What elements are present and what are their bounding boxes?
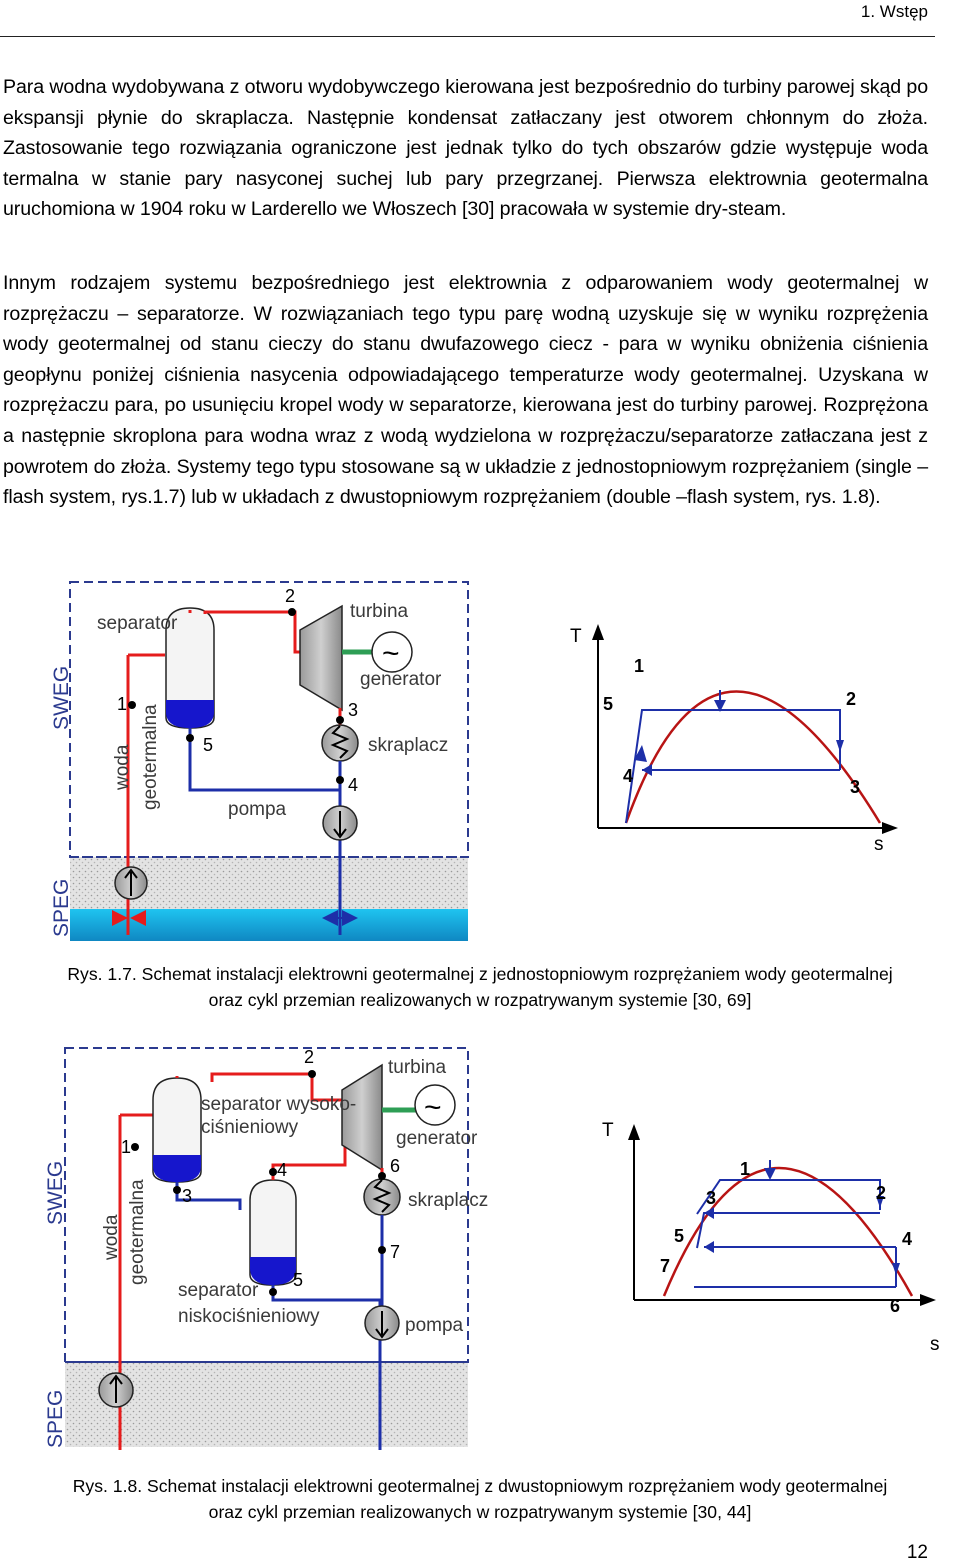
- speg-label: SPEG: [50, 879, 73, 937]
- lp-separator-label-1: separator: [178, 1280, 259, 1301]
- condenser-label-2: skraplacz: [408, 1190, 488, 1211]
- f2-point-7: 7: [390, 1242, 400, 1262]
- ts1-point-5: 5: [603, 694, 613, 714]
- point-1: 1: [117, 694, 127, 714]
- ts2-point-7: 7: [660, 1256, 670, 1276]
- lp-separator-label-2: niskociśnieniowy: [178, 1306, 320, 1327]
- ts1-t-label: T: [570, 626, 582, 647]
- header-rule: [0, 36, 935, 37]
- paragraph-1: Para wodna wydobywana z otworu wydobywcz…: [3, 76, 928, 221]
- ground-layer-2: [65, 1362, 468, 1447]
- speg-label-2: SPEG: [44, 1390, 67, 1448]
- woda-label-2: woda: [101, 1214, 122, 1261]
- ts1-s-label: s: [874, 834, 884, 855]
- ts1-point-4: 4: [623, 766, 633, 786]
- page-number: 12: [906, 1542, 928, 1563]
- hp-separator-label-2: ciśnieniowy: [201, 1117, 299, 1138]
- ts2-point-4: 4: [902, 1229, 912, 1249]
- f2-point-5: 5: [293, 1270, 303, 1290]
- condenser-label: skraplacz: [368, 735, 448, 756]
- point-2: 2: [285, 586, 295, 606]
- ts1-point-3: 3: [850, 777, 860, 797]
- ts2-point-2: 2: [876, 1183, 886, 1203]
- geotermalna-label: geotermalna: [140, 704, 161, 810]
- point-5: 5: [203, 735, 213, 755]
- sweg-label: SWEG: [50, 666, 73, 730]
- f2-point-4: 4: [277, 1160, 287, 1180]
- hp-separator-label-1: separator wysoko-: [201, 1094, 356, 1115]
- generator-label-2: generator: [396, 1128, 478, 1149]
- generator-icon-2: [414, 1084, 456, 1126]
- woda-label: woda: [112, 744, 133, 791]
- geotermalna-label-2: geotermalna: [127, 1179, 148, 1285]
- f2-point-2: 2: [304, 1047, 314, 1067]
- ts-diagram-1: T s 1 2 3 4 5: [570, 624, 898, 855]
- generator-label: generator: [360, 669, 442, 690]
- figure-1-8-caption: Rys. 1.8. Schemat instalacji elektrowni …: [72, 1476, 888, 1522]
- generator-tilde-2: ~: [424, 1091, 442, 1124]
- figure-1-7: SWEG SPEG ~ separator turbina generator …: [50, 581, 898, 941]
- turbine-label-2: turbina: [388, 1057, 447, 1078]
- ts2-point-6: 6: [890, 1296, 900, 1316]
- ts-diagram-2: T s 1 2 3 4 5 6 7: [602, 1120, 940, 1355]
- turbine-label: turbina: [350, 601, 409, 622]
- separator-label: separator: [97, 613, 178, 634]
- sweg-label-2: SWEG: [44, 1161, 67, 1225]
- point-4: 4: [348, 775, 358, 795]
- turbine-icon-2: [341, 1063, 383, 1172]
- generator-icon: [371, 631, 413, 673]
- turbine-icon: [299, 604, 343, 712]
- ts1-point-1: 1: [634, 656, 644, 676]
- paragraph-2: Innym rodzajem systemu bezpośredniego je…: [3, 272, 928, 509]
- f2-point-6: 6: [390, 1156, 400, 1176]
- generator-tilde: ~: [382, 637, 400, 670]
- figure-1-7-caption: Rys. 1.7. Schemat instalacji elektrowni …: [67, 964, 893, 1010]
- point-3: 3: [348, 700, 358, 720]
- ts2-s-label: s: [930, 1334, 940, 1355]
- ts2-point-1: 1: [740, 1159, 750, 1179]
- header-title: 1. Wstęp: [860, 2, 928, 21]
- ts2-t-label: T: [602, 1120, 614, 1141]
- f2-point-3: 3: [182, 1186, 192, 1206]
- ts2-point-5: 5: [674, 1226, 684, 1246]
- separator-vessel: [165, 607, 215, 729]
- pump-label-2: pompa: [405, 1315, 464, 1336]
- ts1-point-2: 2: [846, 689, 856, 709]
- sweg-boundary: [69, 581, 469, 858]
- sweg-boundary-2: [64, 1047, 469, 1363]
- pump-label: pompa: [228, 799, 287, 820]
- figure-1-8: SWEG SPEG ~ separator wysoko- ciśnieniow…: [44, 1047, 940, 1450]
- water-layer: [70, 909, 468, 941]
- f2-point-1: 1: [121, 1137, 131, 1157]
- ts2-point-3: 3: [706, 1188, 716, 1208]
